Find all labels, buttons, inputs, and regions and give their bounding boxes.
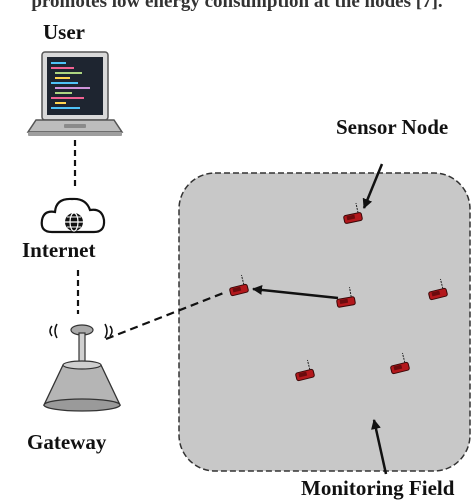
top-caption-text: promotes low energy consumption at the n… (31, 0, 443, 12)
link-gateway-field (105, 290, 227, 341)
sensor-node-pointer-arrow (362, 163, 384, 209)
sensor-node-label: Sensor Node (336, 115, 449, 139)
laptop-icon (26, 51, 124, 136)
gateway-label: Gateway (27, 430, 107, 454)
monitoring-field-area (178, 172, 471, 472)
cloud-globe-icon (40, 197, 106, 234)
internet-label: Internet (22, 238, 96, 262)
monitoring-field-label: Monitoring Field (301, 476, 455, 500)
gateway-antenna-icon (42, 323, 122, 412)
user-label: User (43, 20, 85, 44)
monitoring-field-pointer-arrow (371, 419, 388, 475)
data-flow-arrow (252, 284, 339, 300)
